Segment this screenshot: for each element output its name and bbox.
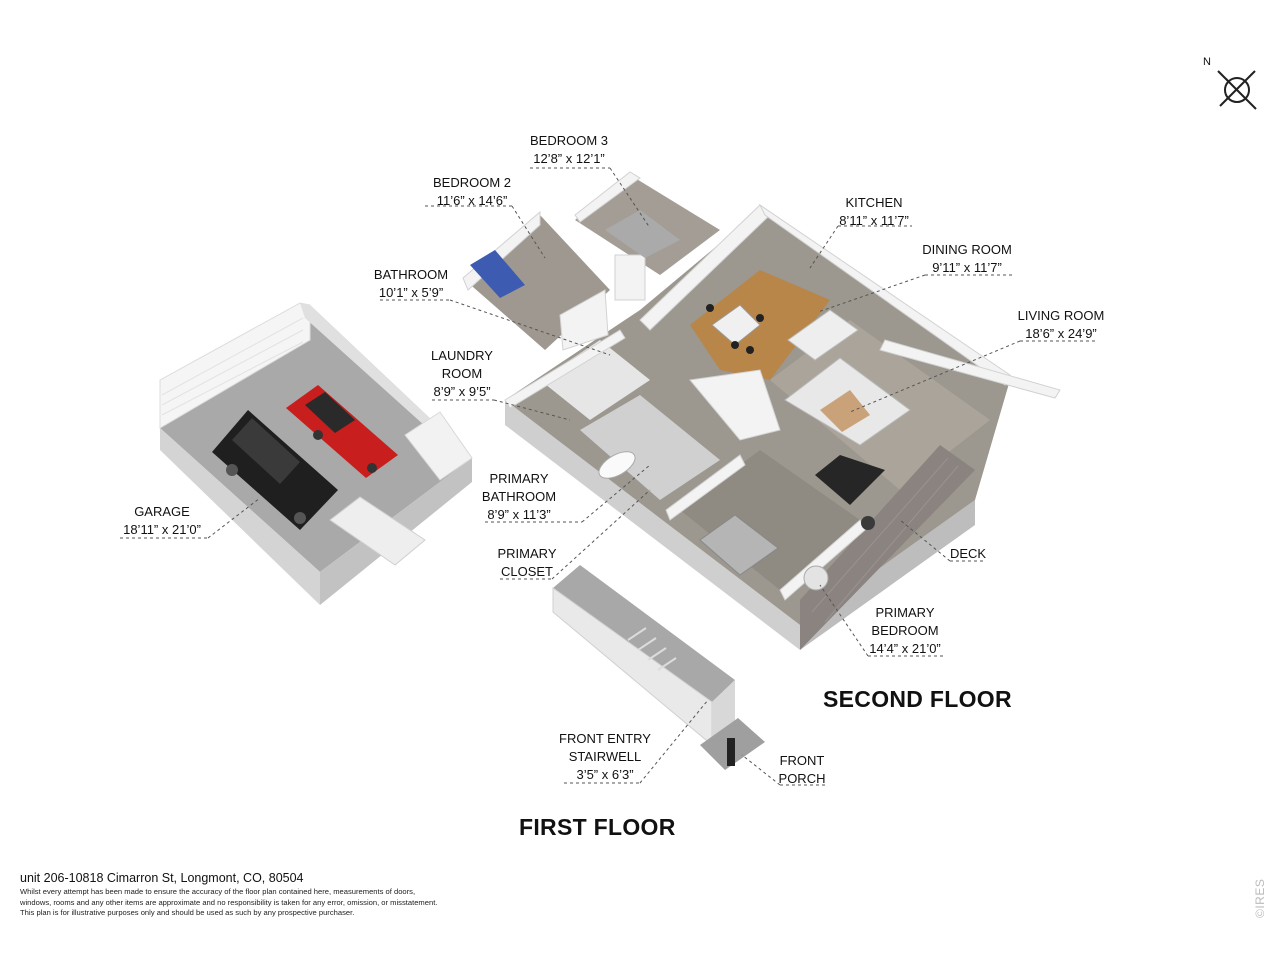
room-name: DECK <box>949 546 987 561</box>
label-bathroom: BATHROOM 10’1” x 5’9” <box>374 266 448 302</box>
label-primary-bathroom: PRIMARY BATHROOM 8’9” x 11’3” <box>482 470 556 524</box>
label-bedroom-2: BEDROOM 2 11’6” x 14’6” <box>433 174 511 210</box>
label-dining-room: DINING ROOM 9’11” x 11’7” <box>922 241 1012 277</box>
bed-icon <box>470 210 779 576</box>
room-dimension: 8’11” x 11’7” <box>839 213 909 228</box>
room-name: BEDROOM 2 <box>432 175 512 190</box>
room-name-line-1: FRONT ENTRY <box>559 731 651 746</box>
room-name-line-1: PRIMARY <box>489 471 549 486</box>
room-dimension: 9’11” x 11’7” <box>932 260 1002 275</box>
second-floor-block <box>462 171 1061 650</box>
room-dimension: 12’8” x 12’1” <box>533 151 605 166</box>
sofa-icon <box>784 357 911 446</box>
room-name-line-2: PORCH <box>778 771 826 786</box>
room-name: BEDROOM 3 <box>529 133 609 148</box>
red-car-icon <box>286 385 398 478</box>
disclaimer-line: This plan is for illustrative purposes o… <box>20 908 355 917</box>
label-bedroom-3: BEDROOM 3 12’8” x 12’1” <box>530 132 608 168</box>
first-floor-title: FIRST FLOOR <box>519 814 676 840</box>
dining-table-icon <box>706 304 764 354</box>
label-laundry-room: LAUNDRY ROOM 8’9” x 9’5” <box>431 347 493 401</box>
label-kitchen: KITCHEN 8’11” x 11’7” <box>839 194 909 230</box>
room-dimension: 3’5” x 6’3” <box>576 767 634 782</box>
room-name: GARAGE <box>134 504 190 519</box>
label-primary-bedroom: PRIMARY BEDROOM 14’4” x 21’0” <box>869 604 941 658</box>
garage-block <box>159 302 473 605</box>
compass-icon <box>1217 70 1257 110</box>
room-dimension: 8’9” x 9’5” <box>433 384 491 399</box>
room-name-line-1: PRIMARY <box>875 605 935 620</box>
black-car-icon <box>212 410 338 530</box>
ires-watermark: ©IRES <box>1253 878 1267 918</box>
room-dimension: 14’4” x 21’0” <box>869 641 941 656</box>
label-primary-closet: PRIMARY CLOSET <box>498 545 557 581</box>
stairwell-block <box>552 565 765 770</box>
disclaimer-text: Whilst every attempt has been made to en… <box>20 887 540 919</box>
room-name: KITCHEN <box>845 195 903 210</box>
label-garage: GARAGE 18’11” x 21’0” <box>123 503 201 539</box>
room-name-line-2: CLOSET <box>500 564 553 579</box>
compass-north-label: N <box>1203 56 1211 68</box>
disclaimer-line: Whilst every attempt has been made to en… <box>20 887 416 896</box>
room-name: LIVING ROOM <box>1017 308 1105 323</box>
room-name: DINING ROOM <box>922 242 1012 257</box>
lamp-post-icon <box>727 738 735 766</box>
room-name-line-2: BEDROOM <box>871 623 939 638</box>
second-floor-title: SECOND FLOOR <box>823 686 1012 712</box>
disclaimer-line: windows, rooms and any other items are a… <box>20 897 438 907</box>
room-dimension: 11’6” x 14’6” <box>436 193 508 208</box>
room-dimension: 18’11” x 21’0” <box>123 522 201 537</box>
room-dimension: 8’9” x 11’3” <box>487 507 551 522</box>
room-name-line-1: LAUNDRY <box>431 348 493 363</box>
room-name-line-2: ROOM <box>441 366 483 381</box>
room-name-line-2: STAIRWELL <box>568 749 642 764</box>
room-name-line-2: BATHROOM <box>481 489 557 504</box>
room-name: BATHROOM <box>373 267 449 282</box>
label-living-room: LIVING ROOM 18’6” x 24’9” <box>1018 307 1105 343</box>
label-deck: DECK <box>950 545 986 563</box>
room-name-line-1: FRONT <box>779 753 825 768</box>
label-front-porch: FRONT PORCH <box>779 752 826 788</box>
property-address: unit 206-10818 Cimarron St, Longmont, CO… <box>20 871 304 885</box>
label-front-entry-stairwell: FRONT ENTRY STAIRWELL 3’5” x 6’3” <box>559 730 651 784</box>
room-name-line-1: PRIMARY <box>497 546 557 561</box>
room-dimension: 10’1” x 5’9” <box>378 285 444 300</box>
room-dimension: 18’6” x 24’9” <box>1025 326 1097 341</box>
